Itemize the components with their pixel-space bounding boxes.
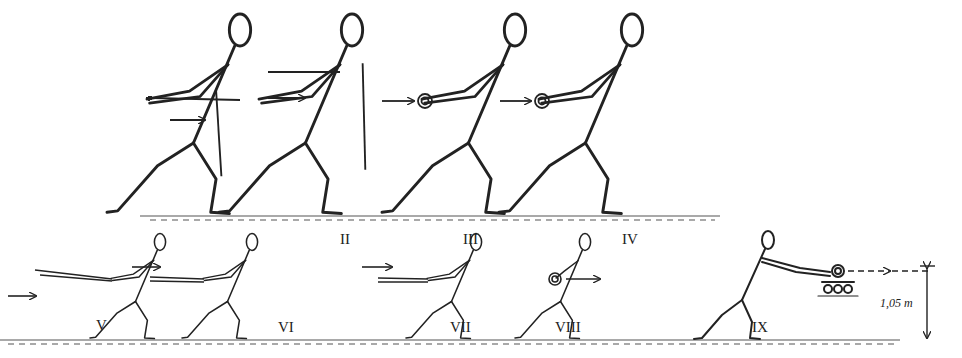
figure-number: II bbox=[340, 232, 350, 247]
dimension-label: 1,05 m bbox=[878, 296, 915, 310]
figure-number: IV bbox=[622, 232, 638, 247]
figure-number: VIII bbox=[555, 320, 581, 335]
figure-number: III bbox=[463, 232, 478, 247]
figure-number: IX bbox=[752, 320, 768, 335]
figure-number: VI bbox=[278, 320, 294, 335]
figure-number: VII bbox=[450, 320, 471, 335]
figure-number: V bbox=[96, 318, 107, 333]
